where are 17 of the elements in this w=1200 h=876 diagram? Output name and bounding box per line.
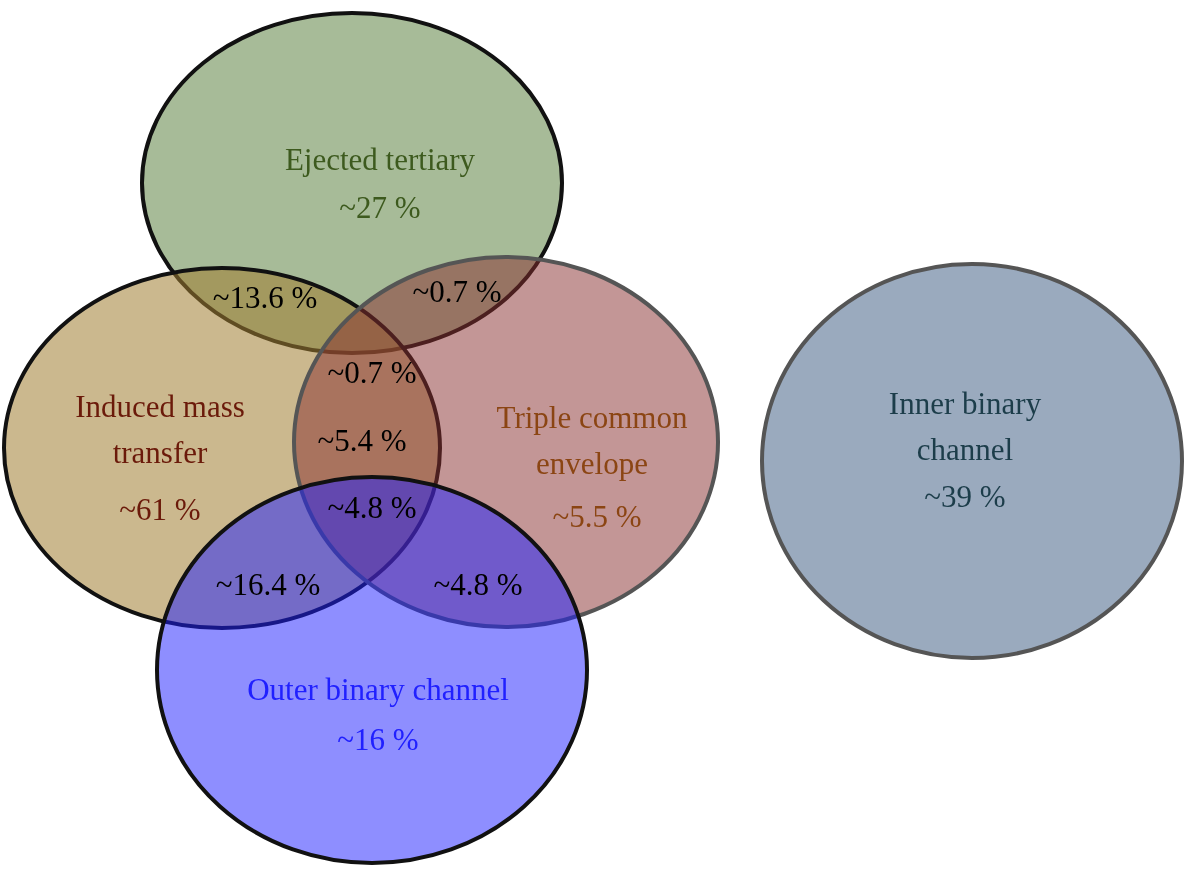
overlap-percentage: ~0.7 % [412, 274, 502, 310]
category-name: Outer binary channel [246, 671, 510, 709]
category-name: Triple common envelope [495, 399, 689, 483]
overlap-percentage: ~4.8 % [327, 490, 417, 526]
category-name: Inner binary channel [887, 385, 1043, 469]
percentage-value: ~16 % [336, 721, 420, 759]
percentage-value: ~5.5 % [551, 498, 643, 536]
category-name: Ejected tertiary [283, 141, 477, 179]
overlap-percentage: ~5.4 % [317, 423, 407, 459]
percentage-value: ~61 % [118, 491, 202, 529]
overlap-percentage: ~13.6 % [212, 280, 318, 316]
percentage-value: ~27 % [338, 189, 422, 227]
overlap-percentage: ~0.7 % [327, 355, 417, 391]
percentage-value: ~39 % [923, 478, 1007, 516]
overlap-percentage: ~16.4 % [215, 567, 321, 603]
overlap-percentage: ~4.8 % [433, 567, 523, 603]
category-name: Induced mass transfer [74, 388, 246, 472]
